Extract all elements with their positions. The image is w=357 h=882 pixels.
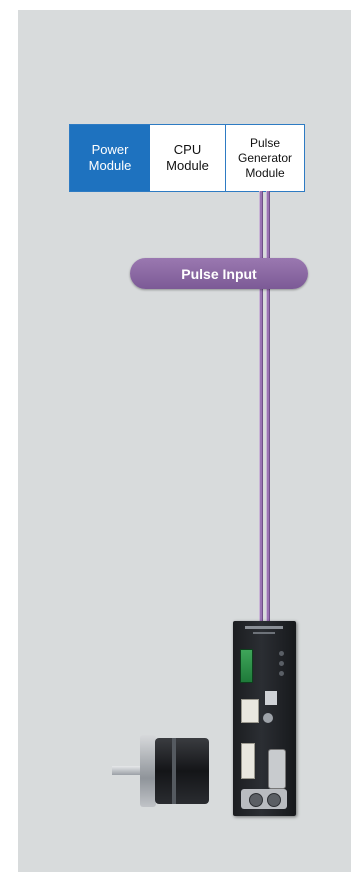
drive-brand-strip	[245, 626, 283, 629]
drive-connector-top	[241, 699, 259, 723]
cpu-module: CPU Module	[150, 125, 226, 191]
pulse-cable-left	[259, 191, 263, 621]
drive-terminal-block	[240, 649, 253, 683]
stepper-drive-image	[233, 621, 296, 816]
pulse-generator-module-label: Pulse Generator Module	[237, 135, 293, 180]
drive-model-strip	[253, 632, 275, 634]
power-module-label: Power Module	[88, 142, 132, 173]
drive-mount-hole-right	[267, 793, 281, 807]
drive-mount-hole-left	[249, 793, 263, 807]
drive-led-1	[279, 651, 284, 656]
pulse-input-text: Pulse Input	[181, 265, 257, 282]
drive-dsub-connector	[268, 749, 286, 789]
drive-led-3	[279, 671, 284, 676]
motor-shaft	[112, 766, 142, 775]
drive-dial	[263, 713, 273, 723]
plc-module-rack: Power Module CPU Module Pulse Generator …	[69, 124, 305, 192]
drive-led-2	[279, 661, 284, 666]
drive-connector-side	[241, 743, 255, 779]
pulse-input-label: Pulse Input	[130, 258, 308, 289]
power-module: Power Module	[70, 125, 150, 191]
drive-dip-switch	[265, 691, 277, 705]
drive-mount-plate	[241, 789, 287, 809]
pulse-cable-right	[266, 191, 270, 621]
motor-ring	[172, 738, 176, 804]
pulse-generator-module: Pulse Generator Module	[226, 125, 304, 191]
motor-flange	[140, 735, 156, 807]
motor-body	[155, 738, 209, 804]
stepper-motor-image	[112, 735, 212, 807]
cpu-module-label: CPU Module	[166, 142, 209, 173]
